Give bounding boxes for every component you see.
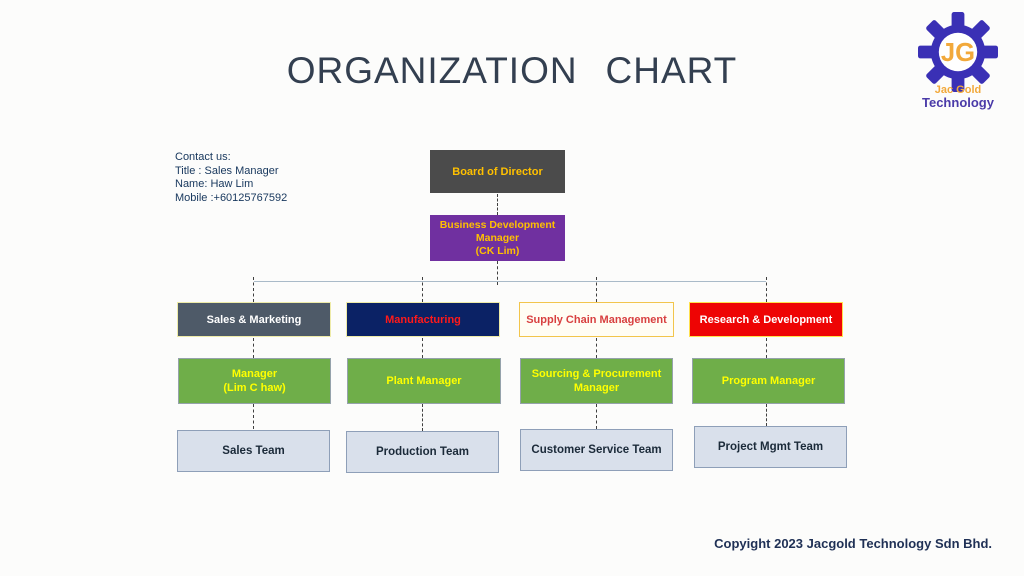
connector-line bbox=[254, 281, 766, 282]
org-box-label: Sourcing & Procurement bbox=[531, 368, 662, 380]
org-box-label: Customer Service Team bbox=[531, 444, 662, 456]
contact-info: Contact us: Title : Sales Manager Name: … bbox=[175, 151, 287, 205]
contact-line: Mobile :+60125767592 bbox=[175, 191, 288, 204]
connector-line bbox=[596, 338, 597, 358]
connector-line bbox=[253, 338, 254, 358]
connector-line bbox=[766, 338, 767, 358]
contact-line: Contact us: bbox=[175, 151, 231, 163]
org-box-label: Manufacturing bbox=[385, 313, 461, 326]
org-box-label: Production Team bbox=[375, 446, 470, 458]
org-box-label: Plant Manager bbox=[386, 375, 462, 387]
company-logo: JG Jac Gold Technology bbox=[908, 12, 1008, 110]
connector-line bbox=[766, 277, 767, 302]
org-box-manager: Plant Manager bbox=[347, 358, 501, 404]
connector-line bbox=[422, 277, 423, 302]
gear-icon: JG bbox=[918, 12, 998, 92]
org-box-board-of-director: Board of Director bbox=[430, 150, 565, 193]
org-box-department: Sales & Marketing bbox=[177, 302, 331, 337]
org-box-manager: Manager (Lim C haw) bbox=[178, 358, 331, 404]
contact-line: Title : Sales Manager bbox=[175, 164, 279, 177]
org-box-label: Project Mgmt Team bbox=[717, 441, 824, 453]
org-box-label: (Lim C haw) bbox=[223, 382, 286, 394]
contact-line: Name: Haw Lim bbox=[175, 178, 254, 190]
org-box-label: Sales & Marketing bbox=[206, 313, 302, 326]
org-box-label: Program Manager bbox=[721, 375, 816, 387]
connector-line bbox=[253, 404, 254, 429]
org-box-team: Customer Service Team bbox=[520, 429, 673, 471]
connector-line bbox=[422, 338, 423, 358]
org-box-label: Manager bbox=[573, 382, 620, 394]
org-box-label: Sales Team bbox=[222, 445, 285, 457]
org-box-manager: Program Manager bbox=[692, 358, 845, 404]
org-box-label: (CK Lim) bbox=[475, 244, 520, 257]
org-box-label: Research & Development bbox=[699, 313, 833, 326]
org-box-department: Manufacturing bbox=[346, 302, 500, 337]
logo-name: Jac Gold bbox=[934, 84, 982, 96]
org-box-manager: Sourcing & Procurement Manager bbox=[520, 358, 673, 404]
org-box-team: Project Mgmt Team bbox=[694, 426, 847, 468]
connector-line bbox=[422, 404, 423, 431]
org-box-team: Sales Team bbox=[177, 430, 330, 472]
connector-line bbox=[253, 277, 254, 302]
connector-line bbox=[596, 404, 597, 429]
org-box-label: Manager bbox=[231, 368, 278, 380]
org-box-label: Business Development bbox=[439, 218, 556, 231]
org-box-department: Supply Chain Management bbox=[519, 302, 674, 337]
org-box-label: Board of Director bbox=[452, 165, 543, 178]
org-box-label: Supply Chain Management bbox=[526, 313, 667, 326]
connector-line bbox=[766, 404, 767, 426]
connector-line bbox=[596, 277, 597, 302]
copyright-text: Copyight 2023 Jacgold Technology Sdn Bhd… bbox=[714, 536, 992, 551]
connector-line bbox=[497, 194, 498, 215]
connector-line bbox=[497, 261, 498, 285]
org-box-team: Production Team bbox=[346, 431, 499, 473]
org-box-business-development-manager: Business Development Manager (CK Lim) bbox=[430, 215, 565, 261]
logo-subtitle: Technology bbox=[922, 95, 994, 110]
org-box-department: Research & Development bbox=[689, 302, 843, 337]
org-box-label: Manager bbox=[475, 231, 520, 244]
page-title: ORGANIZATION CHART bbox=[286, 50, 738, 91]
logo-initials: JG bbox=[941, 39, 975, 67]
